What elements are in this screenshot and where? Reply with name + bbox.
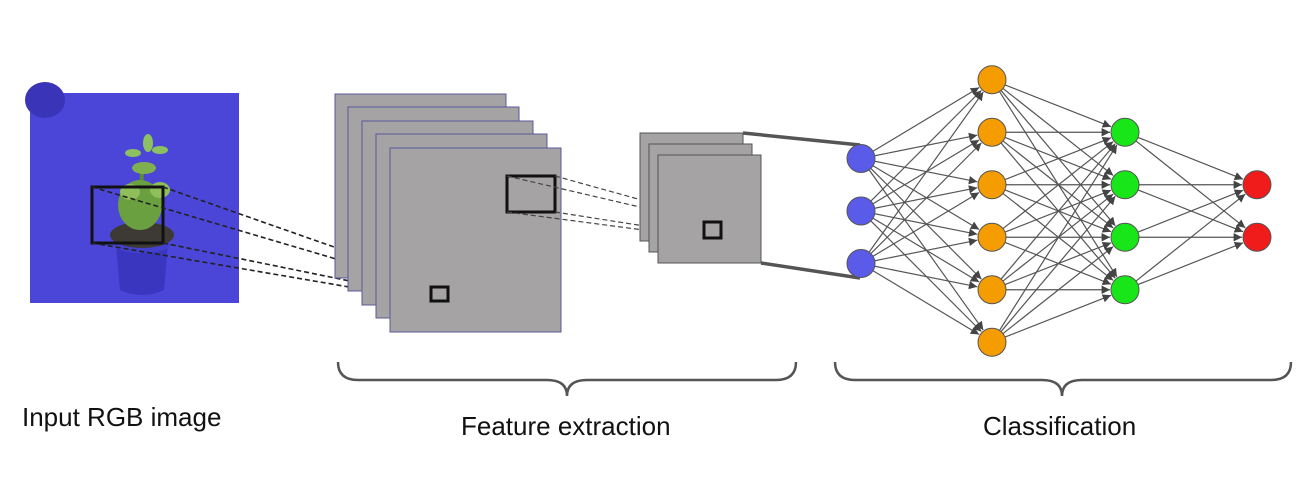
- input-layer-node: [846, 144, 876, 173]
- receptive-field-box: [90, 185, 165, 245]
- connection-edge: [1004, 136, 1112, 181]
- feature-maps-stack-1: [334, 93, 562, 333]
- hidden-layer-1-node: [977, 222, 1007, 252]
- connection-edge: [1004, 294, 1112, 338]
- feature-extraction-brace: [336, 361, 798, 397]
- flatten-lines: [742, 131, 861, 280]
- feature-maps-stack-2: [639, 132, 762, 264]
- hidden-layer-1-node: [977, 117, 1007, 147]
- hidden-layer-1-node: [977, 65, 1007, 95]
- feature-map-small-box: [429, 285, 450, 303]
- output-layer-node: [1242, 170, 1272, 200]
- connection-edge: [870, 142, 982, 255]
- connection-edge: [1000, 195, 1116, 332]
- connection-edge: [872, 191, 980, 257]
- connection-edge: [1004, 84, 1112, 128]
- connection-edge: [870, 89, 982, 202]
- hidden-layer-1-node: [977, 275, 1007, 305]
- connection-edge: [998, 144, 1118, 331]
- hidden-layer-1-node: [977, 327, 1007, 357]
- connection-edge: [872, 86, 980, 152]
- connection-edge: [874, 237, 978, 262]
- input-rgb-image-label: Input RGB image: [22, 402, 222, 432]
- connection-edge: [1137, 189, 1244, 233]
- connection-edge: [1137, 136, 1244, 181]
- connection-edge: [1002, 141, 1114, 230]
- network-connections: [868, 84, 1246, 338]
- network-nodes: [846, 65, 1272, 357]
- input-layer-node: [846, 196, 876, 226]
- feature-extraction-label: Feature extraction: [461, 411, 671, 441]
- hidden-layer-1-node: [977, 170, 1007, 200]
- hidden-layer-2-node: [1110, 117, 1140, 147]
- connection-edge: [874, 265, 978, 290]
- input-image: [25, 82, 239, 303]
- connection-edge: [872, 270, 980, 336]
- input-layer-node: [846, 249, 876, 278]
- classification-brace: [833, 361, 1293, 397]
- connection-edge: [1002, 246, 1114, 335]
- hidden-layer-2-node: [1110, 170, 1140, 200]
- feature-map-large-box: [505, 174, 557, 214]
- output-layer-node: [1242, 222, 1272, 252]
- feature-map-2-box: [702, 220, 723, 240]
- classification-label: Classification: [983, 411, 1137, 441]
- connection-edge: [868, 91, 984, 253]
- connection-edge: [1135, 193, 1246, 282]
- hidden-layer-2-node: [1110, 275, 1140, 305]
- connection-edge: [1137, 241, 1244, 286]
- hidden-layer-2-node: [1110, 222, 1140, 252]
- connection-edge: [1000, 143, 1116, 280]
